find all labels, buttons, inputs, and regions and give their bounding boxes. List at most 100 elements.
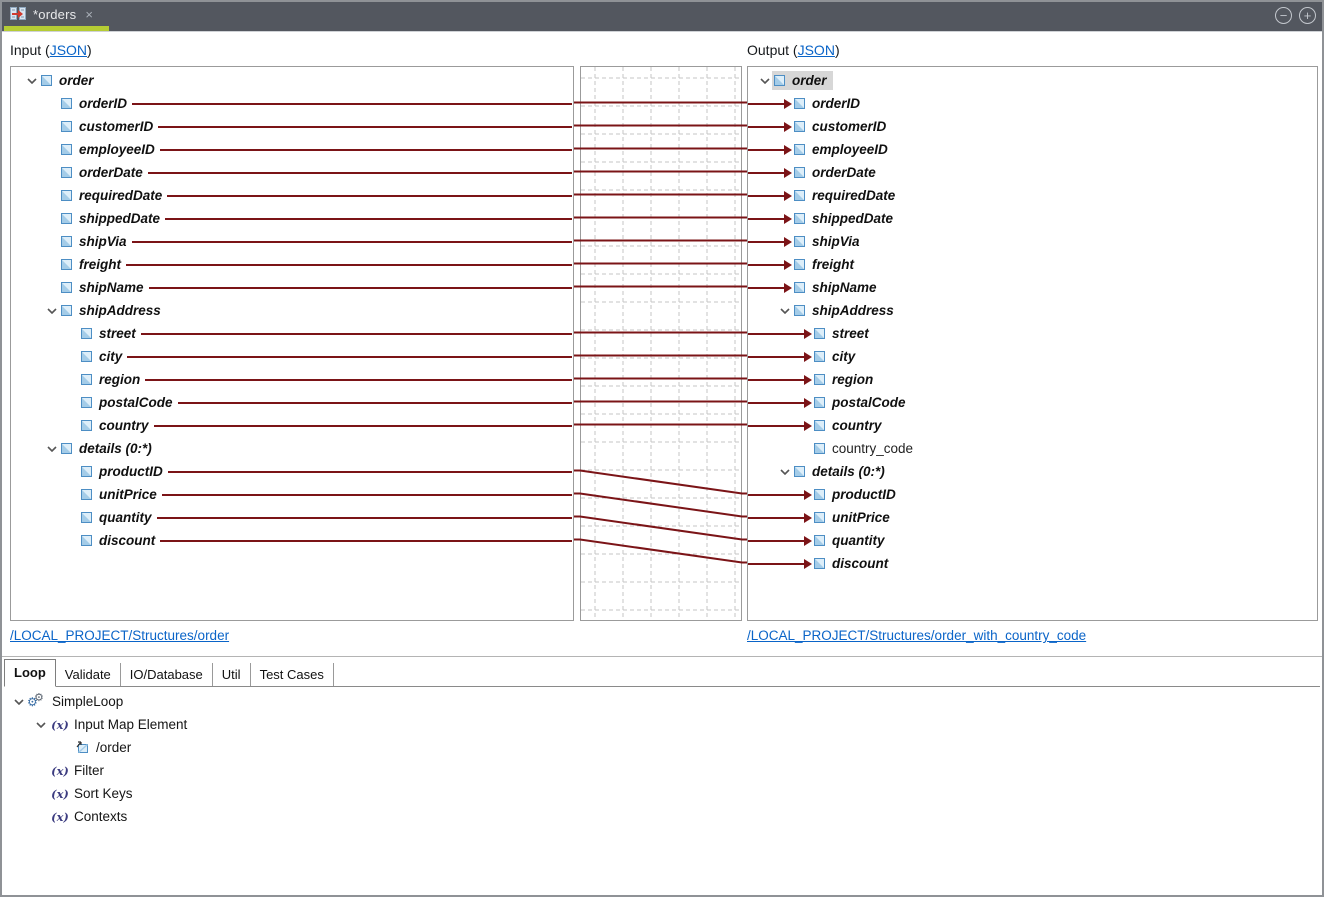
element-icon: [81, 374, 92, 385]
tree-item-label: shipVia: [79, 234, 127, 249]
close-icon[interactable]: ×: [85, 6, 93, 22]
chevron-down-icon[interactable]: [43, 307, 61, 314]
loop-item-input-map-element[interactable]: (x)Input Map Element: [4, 713, 1320, 736]
tree-item-label: city: [832, 349, 856, 364]
tab-util[interactable]: Util: [213, 663, 251, 686]
tree-item-order[interactable]: order: [748, 69, 1317, 92]
tree-item-freight[interactable]: freight: [748, 253, 1317, 276]
expand-button[interactable]: +: [1299, 7, 1316, 24]
tree-item-region[interactable]: region: [748, 368, 1317, 391]
tree-item-orderdate[interactable]: orderDate: [11, 161, 573, 184]
tree-item-street[interactable]: street: [748, 322, 1317, 345]
element-icon: [81, 397, 92, 408]
mapping-grid: [581, 67, 741, 620]
tree-item-shipaddress[interactable]: shipAddress: [11, 299, 573, 322]
tree-item-quantity[interactable]: quantity: [748, 529, 1317, 552]
titlebar-divider: [2, 31, 1322, 32]
tree-item-orderid[interactable]: orderID: [748, 92, 1317, 115]
tree-item-requireddate[interactable]: requiredDate: [748, 184, 1317, 207]
tree-item-freight[interactable]: freight: [11, 253, 573, 276]
tree-item-employeeid[interactable]: employeeID: [11, 138, 573, 161]
loop-item-sort-keys[interactable]: (x)Sort Keys: [4, 782, 1320, 805]
tree-item-order[interactable]: order: [11, 69, 573, 92]
tree-item-details-0[interactable]: details (0:*): [11, 437, 573, 460]
tree-item-label: discount: [832, 556, 889, 571]
chevron-down-icon[interactable]: [756, 77, 774, 84]
input-structure-link[interactable]: /LOCAL_PROJECT/Structures/order: [10, 628, 230, 643]
tree-item-productid[interactable]: productID: [748, 483, 1317, 506]
tree-item-postalcode[interactable]: postalCode: [11, 391, 573, 414]
tree-item-unitprice[interactable]: unitPrice: [748, 506, 1317, 529]
tree-item-country[interactable]: country: [11, 414, 573, 437]
tree-item-shipaddress[interactable]: shipAddress: [748, 299, 1317, 322]
mapping-arrow: [748, 144, 792, 155]
tree-item-postalcode[interactable]: postalCode: [748, 391, 1317, 414]
tree-item-shipname[interactable]: shipName: [11, 276, 573, 299]
tree-item-discount[interactable]: discount: [748, 552, 1317, 575]
tree-item-label: requiredDate: [812, 188, 896, 203]
tree-item-customerid[interactable]: customerID: [11, 115, 573, 138]
tree-item-label: shipAddress: [79, 303, 161, 318]
tree-item-discount[interactable]: discount: [11, 529, 573, 552]
tree-item-orderid[interactable]: orderID: [11, 92, 573, 115]
tree-item-requireddate[interactable]: requiredDate: [11, 184, 573, 207]
element-icon: [61, 259, 72, 270]
tree-item-details-0[interactable]: details (0:*): [748, 460, 1317, 483]
tree-item-label: employeeID: [812, 142, 888, 157]
chevron-down-icon[interactable]: [10, 698, 28, 705]
loop-item-simpleloop[interactable]: ⚙⚙SimpleLoop: [4, 690, 1320, 713]
output-json-link[interactable]: JSON: [797, 42, 835, 58]
tree-item-city[interactable]: city: [11, 345, 573, 368]
tree-item-unitprice[interactable]: unitPrice: [11, 483, 573, 506]
tree-item-label: freight: [812, 257, 854, 272]
tree-item-label: orderDate: [79, 165, 143, 180]
tree-item-street[interactable]: street: [11, 322, 573, 345]
tree-item-shipname[interactable]: shipName: [748, 276, 1317, 299]
tree-item-country-code[interactable]: country_code: [748, 437, 1317, 460]
tree-item-productid[interactable]: productID: [11, 460, 573, 483]
mapping-arrow: [748, 558, 812, 569]
tree-item-shippeddate[interactable]: shippedDate: [11, 207, 573, 230]
loop-item-label: Filter: [74, 763, 104, 778]
element-icon: [794, 121, 805, 132]
tab-io-database[interactable]: IO/Database: [121, 663, 213, 686]
collapse-button[interactable]: −: [1275, 7, 1292, 24]
chevron-down-icon[interactable]: [43, 445, 61, 452]
tab-orders[interactable]: *orders ×: [2, 2, 101, 26]
tree-item-country[interactable]: country: [748, 414, 1317, 437]
tree-item-shipvia[interactable]: shipVia: [11, 230, 573, 253]
tab-loop[interactable]: Loop: [4, 659, 56, 687]
chevron-down-icon[interactable]: [776, 307, 794, 314]
tree-item-city[interactable]: city: [748, 345, 1317, 368]
tree-item-region[interactable]: region: [11, 368, 573, 391]
loop-item-contexts[interactable]: (x)Contexts: [4, 805, 1320, 828]
tree-item-label: order: [792, 73, 827, 88]
tree-item-shipvia[interactable]: shipVia: [748, 230, 1317, 253]
element-icon: [61, 121, 72, 132]
input-header: Input (JSON): [10, 42, 92, 58]
input-json-link[interactable]: JSON: [49, 42, 88, 58]
tree-item-orderdate[interactable]: orderDate: [748, 161, 1317, 184]
tab-validate[interactable]: Validate: [56, 663, 121, 686]
tab-test-cases[interactable]: Test Cases: [251, 663, 334, 686]
element-icon: [81, 535, 92, 546]
chevron-down-icon[interactable]: [776, 468, 794, 475]
tree-item-quantity[interactable]: quantity: [11, 506, 573, 529]
element-icon: [814, 328, 825, 339]
output-structure-link[interactable]: /LOCAL_PROJECT/Structures/order_with_cou…: [747, 628, 1087, 643]
element-icon: [81, 420, 92, 431]
mapping-canvas: [580, 66, 742, 621]
tree-item-shippeddate[interactable]: shippedDate: [748, 207, 1317, 230]
mapping-line: [132, 102, 572, 105]
tree-item-label: order: [59, 73, 94, 88]
tree-item-label: discount: [99, 533, 156, 548]
loop-item-label: Input Map Element: [74, 717, 188, 732]
tree-item-label: city: [99, 349, 123, 364]
chevron-down-icon[interactable]: [32, 721, 50, 728]
mapping-arrow: [748, 420, 812, 431]
tree-item-customerid[interactable]: customerID: [748, 115, 1317, 138]
tree-item-employeeid[interactable]: employeeID: [748, 138, 1317, 161]
loop-item-filter[interactable]: (x)Filter: [4, 759, 1320, 782]
chevron-down-icon[interactable]: [23, 77, 41, 84]
loop-item-order[interactable]: /order: [4, 736, 1320, 759]
